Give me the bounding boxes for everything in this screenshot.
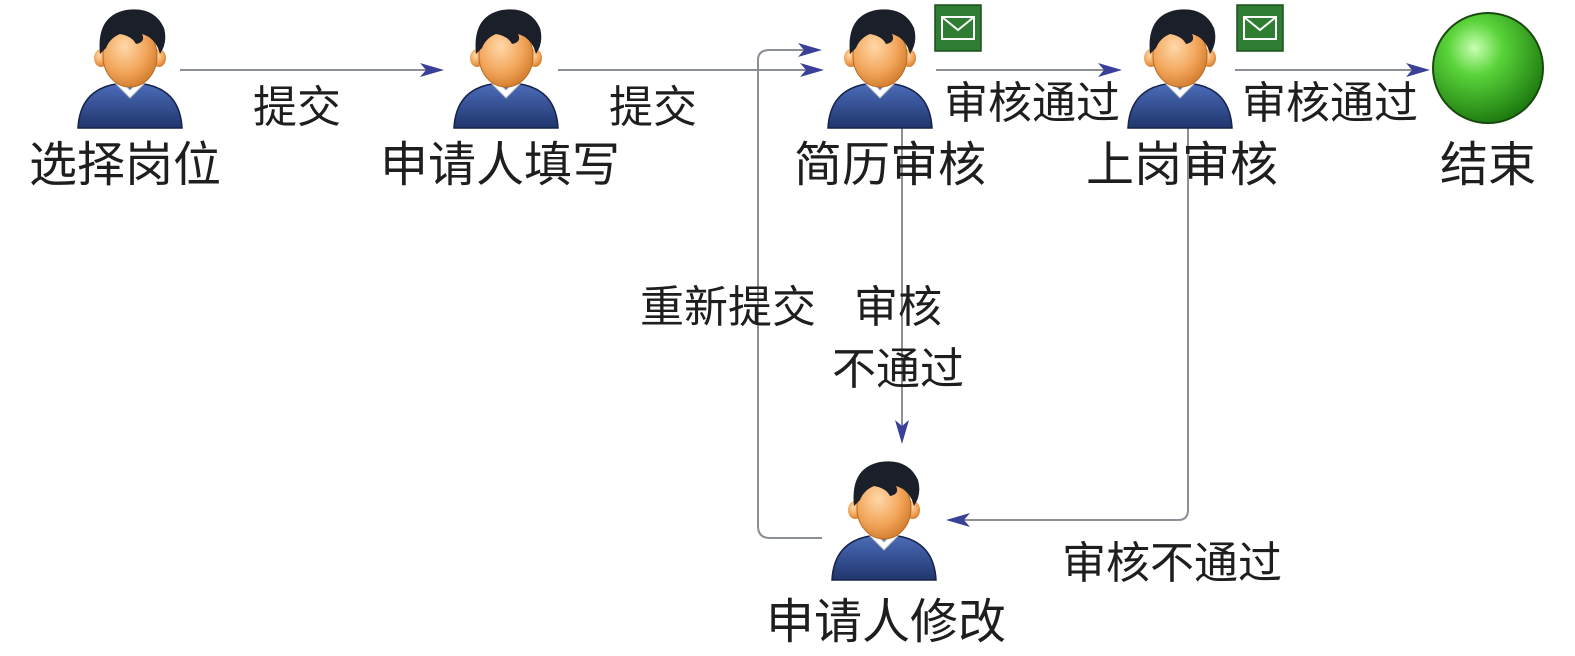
mail-icon[interactable] xyxy=(1236,4,1284,52)
edge-label: 审核通过 xyxy=(944,78,1120,129)
node-select-post[interactable]: 选择岗位 xyxy=(29,8,221,193)
arrow-head-icon xyxy=(895,420,909,444)
edge-modify-to-resume xyxy=(757,49,822,539)
node-label: 简历审核 xyxy=(794,137,986,193)
arrow-head-icon xyxy=(800,63,824,77)
node-post-review[interactable]: 上岗审核 xyxy=(1086,4,1284,193)
arrow-head-icon xyxy=(1406,63,1430,77)
user-icon xyxy=(1127,8,1233,129)
arrow-head-icon xyxy=(1098,63,1122,77)
edges xyxy=(180,49,1426,539)
edge-label: 审核通过 xyxy=(1242,78,1418,129)
user-icon xyxy=(831,460,937,581)
node-label: 选择岗位 xyxy=(29,137,221,193)
edge-label: 审核不通过 xyxy=(1062,538,1282,589)
edge-label: 不通过 xyxy=(832,344,964,395)
arrow-head-icon xyxy=(798,43,822,57)
edge-label: 重新提交 xyxy=(640,282,816,333)
user-icon xyxy=(827,8,933,129)
node-label: 申请人修改 xyxy=(766,594,1006,650)
edge-post-to-modify xyxy=(950,128,1189,521)
node-label: 申请人填写 xyxy=(380,137,620,193)
edge-label: 审核 xyxy=(854,282,942,333)
arrow-head-icon xyxy=(946,513,970,527)
edge-label: 提交 xyxy=(609,82,697,133)
node-applicant-fill[interactable]: 申请人填写 xyxy=(380,8,620,193)
user-icon xyxy=(77,8,183,129)
edge-label: 提交 xyxy=(253,82,341,133)
user-icon xyxy=(453,8,559,129)
node-label: 上岗审核 xyxy=(1086,137,1278,193)
arrow-head-icon xyxy=(420,63,444,77)
node-applicant-modify[interactable]: 申请人修改 xyxy=(766,460,1006,650)
node-end[interactable]: 结束 xyxy=(1432,12,1544,193)
arrow-heads xyxy=(420,43,1430,527)
mail-icon[interactable] xyxy=(934,4,982,52)
node-label: 结束 xyxy=(1440,137,1536,193)
node-resume-review[interactable]: 简历审核 xyxy=(794,4,986,193)
end-circle-icon xyxy=(1432,12,1544,124)
